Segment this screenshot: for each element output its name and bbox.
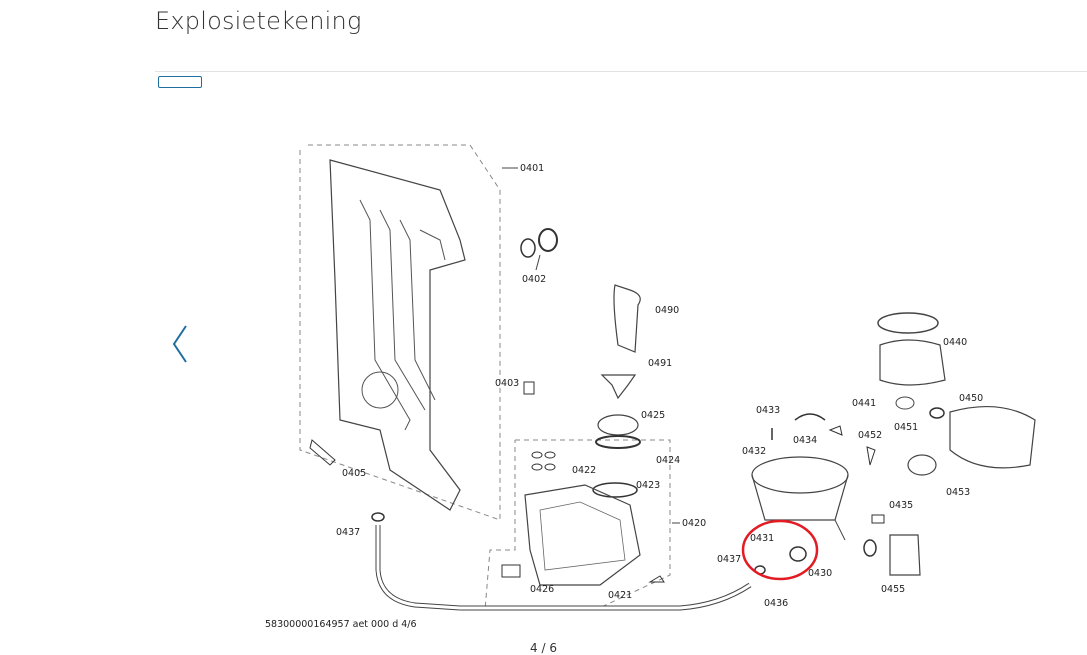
header-divider (155, 71, 1087, 72)
svg-text:0451: 0451 (894, 422, 918, 433)
svg-text:0452: 0452 (858, 430, 882, 441)
filter-tag-button[interactable] (158, 76, 202, 88)
svg-text:0430: 0430 (808, 568, 832, 579)
svg-text:0401: 0401 (520, 163, 544, 174)
svg-text:0441: 0441 (852, 398, 876, 409)
svg-text:0405: 0405 (342, 468, 366, 479)
svg-text:0431: 0431 (750, 533, 774, 544)
svg-text:0424: 0424 (656, 455, 680, 466)
svg-text:0436: 0436 (764, 598, 788, 609)
svg-text:0437: 0437 (336, 527, 360, 538)
svg-text:0421: 0421 (608, 590, 632, 601)
svg-text:0440: 0440 (943, 337, 967, 348)
page-indicator: 4 / 6 (530, 641, 557, 655)
svg-text:0450: 0450 (959, 393, 983, 404)
svg-text:0422: 0422 (572, 465, 596, 476)
svg-text:0426: 0426 (530, 584, 554, 595)
svg-text:0420: 0420 (682, 518, 706, 529)
svg-text:0437: 0437 (717, 554, 741, 565)
diagram-doc-id: 58300000164957 aet 000 d 4/6 (265, 619, 417, 630)
svg-text:0402: 0402 (522, 274, 546, 285)
svg-text:0490: 0490 (655, 305, 679, 316)
svg-text:0403: 0403 (495, 378, 519, 389)
highlight-circle (741, 519, 819, 581)
svg-text:0435: 0435 (889, 500, 913, 511)
chevron-left-icon[interactable] (166, 322, 190, 366)
svg-text:0491: 0491 (648, 358, 672, 369)
svg-text:0432: 0432 (742, 446, 766, 457)
svg-text:0434: 0434 (793, 435, 817, 446)
page-title: Explosietekening (155, 7, 362, 35)
svg-text:0423: 0423 (636, 480, 660, 491)
svg-text:0425: 0425 (641, 410, 665, 421)
svg-text:0433: 0433 (756, 405, 780, 416)
exploded-view-diagram: 0401 0402 0403 0405 0437 0422 0423 0420 (240, 130, 1060, 640)
svg-text:0455: 0455 (881, 584, 905, 595)
svg-text:0453: 0453 (946, 487, 970, 498)
